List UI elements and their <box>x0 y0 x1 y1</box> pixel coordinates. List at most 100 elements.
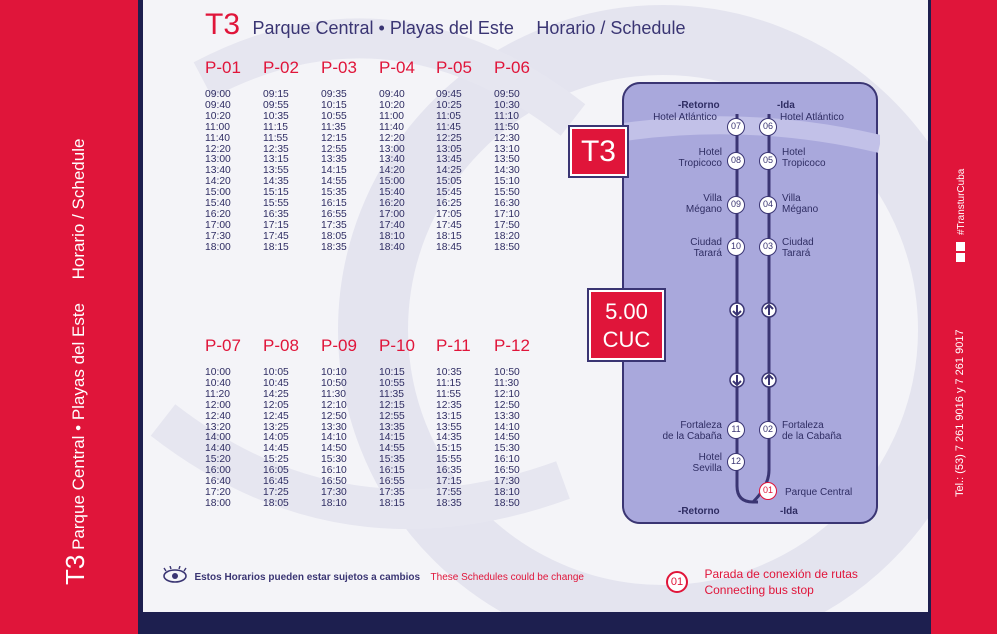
departure-time: 16:35 <box>436 465 462 477</box>
departure-time: 18:50 <box>494 241 520 253</box>
departure-time: 09:40 <box>379 89 405 100</box>
departure-time: 11:40 <box>205 132 231 144</box>
departure-time: 16:05 <box>263 465 289 477</box>
stop-name-line2: Mégano <box>782 204 819 215</box>
ida-label-bottom: -Ida <box>780 506 798 517</box>
departure-time: 13:50 <box>494 154 520 166</box>
stop-name: Parque Central <box>785 487 853 498</box>
legend-stop-number: 01 <box>670 576 684 588</box>
legend-english: Connecting bus stop <box>704 583 814 597</box>
notice-english: These Schedules could be change <box>430 572 584 583</box>
departure-time: 09:35 <box>321 89 347 100</box>
departure-time: 18:15 <box>263 241 289 253</box>
departure-time: 11:45 <box>436 121 462 133</box>
departure-time: 16:30 <box>494 198 520 210</box>
bus-label: P-12 <box>494 336 530 355</box>
departure-time: 15:55 <box>263 198 289 210</box>
departure-time: 09:50 <box>494 89 520 100</box>
departure-time: 14:50 <box>494 432 520 444</box>
departure-time: 14:25 <box>436 165 462 177</box>
departure-time: 14:30 <box>494 165 520 177</box>
stop-number-marker: 06 <box>759 118 777 136</box>
departure-time: 14:00 <box>205 432 231 444</box>
right-side-panel <box>928 0 997 634</box>
departure-time: 10:05 <box>263 367 289 378</box>
departure-time: 16:15 <box>379 465 405 477</box>
departure-time: 11:05 <box>436 110 462 122</box>
departure-time: 14:35 <box>263 176 289 188</box>
departure-time: 15:40 <box>379 187 405 199</box>
departure-time: 14:25 <box>263 388 289 400</box>
bus-label: P-07 <box>205 336 241 355</box>
departure-time: 13:35 <box>321 154 347 166</box>
departure-time: 13:00 <box>379 143 405 155</box>
departure-time: 14:45 <box>263 443 289 455</box>
departure-time: 12:00 <box>205 399 231 411</box>
route-badge: T3 <box>570 127 627 176</box>
departure-time: 13:55 <box>263 165 289 177</box>
departure-time: 12:55 <box>321 143 347 155</box>
departure-time: 12:40 <box>205 410 231 422</box>
departure-time: 11:15 <box>436 377 462 389</box>
bus-label: P-04 <box>379 58 415 77</box>
departure-time: 14:10 <box>494 421 520 433</box>
bus-label: P-10 <box>379 336 415 355</box>
departure-time: 16:15 <box>321 198 347 210</box>
departure-time: 09:40 <box>205 99 231 111</box>
departure-time: 16:10 <box>494 454 520 466</box>
departure-time: 09:55 <box>263 99 289 111</box>
ida-label-top: -Ida <box>777 100 795 111</box>
departure-time: 12:10 <box>321 399 347 411</box>
departure-time: 12:35 <box>263 143 289 155</box>
departure-time: 16:55 <box>379 476 405 488</box>
departure-time: 16:20 <box>379 198 405 210</box>
departure-time: 13:05 <box>436 143 462 155</box>
bus-label: P-08 <box>263 336 299 355</box>
legend-spanish: Parada de conexión de rutas <box>704 567 858 581</box>
departure-time: 12:35 <box>436 399 462 411</box>
stop-name-line2: Tarará <box>782 248 811 259</box>
departure-time: 17:35 <box>379 486 405 498</box>
departure-time: 14:35 <box>436 432 462 444</box>
stop-name: Hotel Atlántico <box>780 112 844 123</box>
bottom-strip <box>143 612 928 634</box>
departure-time: 12:20 <box>205 143 231 155</box>
departure-time: 18:15 <box>436 230 462 242</box>
price-amount: 5.00 <box>605 299 648 324</box>
stop-name: Ciudad <box>782 237 814 248</box>
departure-time: 13:15 <box>436 410 462 422</box>
stop-name: Fortaleza <box>680 420 722 431</box>
departure-time: 15:05 <box>436 176 462 188</box>
stop-name: Hotel <box>698 147 722 158</box>
departure-time: 15:25 <box>263 454 289 466</box>
departure-time: 11:40 <box>379 121 405 133</box>
departure-time: 14:55 <box>379 443 405 455</box>
departure-time: 18:40 <box>379 241 405 253</box>
departure-time: 09:00 <box>205 89 231 100</box>
departure-time: 12:55 <box>379 410 405 422</box>
departure-time: 15:55 <box>436 454 462 466</box>
stop-name: Hotel Atlántico <box>653 112 717 123</box>
departure-time: 11:50 <box>494 121 520 133</box>
departure-time: 15:15 <box>263 187 289 199</box>
phone-numbers: Tel.: (53) 7 261 9016 y 7 261 9017 <box>954 329 966 497</box>
departure-time: 14:50 <box>321 443 347 455</box>
departure-time: 18:10 <box>494 486 520 498</box>
departure-time: 18:00 <box>205 497 231 509</box>
departure-time: 10:30 <box>494 99 520 111</box>
